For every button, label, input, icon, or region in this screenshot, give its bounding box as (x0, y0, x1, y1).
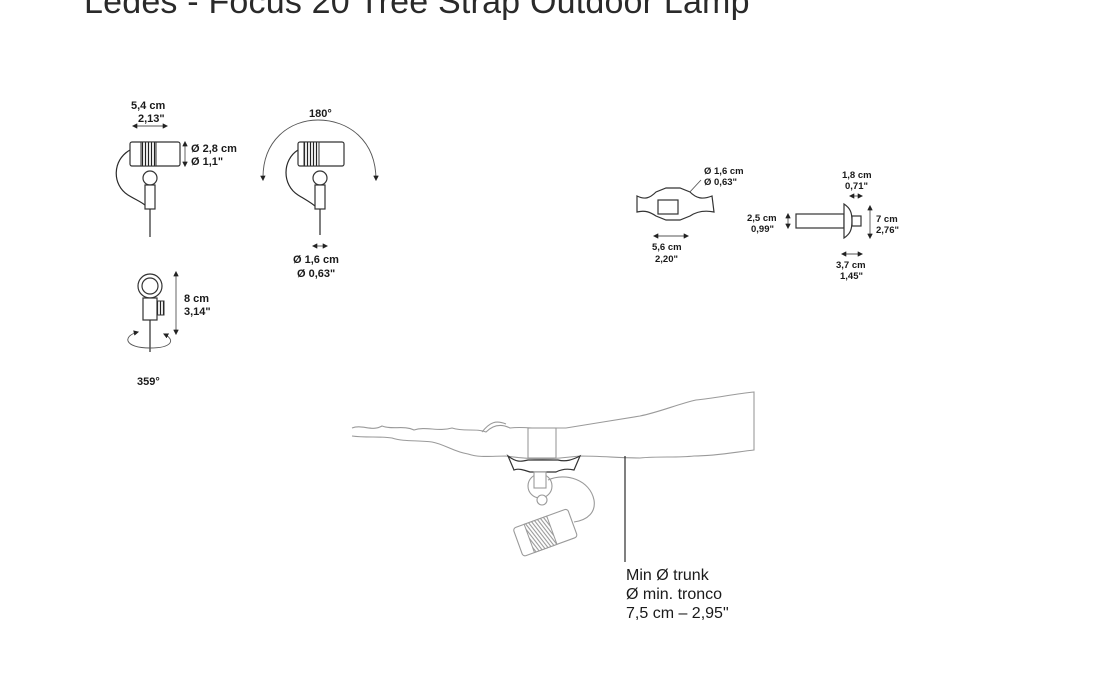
height-cm-label: 8 cm (184, 293, 209, 305)
lamp-joint (312, 170, 328, 186)
strap-small-cm-label: 2,5 cm (747, 213, 777, 224)
strap-small-in-label: 0,99" (751, 224, 774, 235)
head-dia-cm-label: Ø 2,8 cm (191, 143, 237, 155)
strap-bar (795, 213, 845, 229)
strap-flange (843, 202, 853, 240)
rotation-arrow-icon (127, 330, 172, 349)
lamp-knob (156, 300, 165, 316)
height-in-label: 3,14" (184, 306, 211, 318)
rotation-angle-label: 359° (137, 376, 160, 388)
strap-depth-in-label: 0,71" (845, 181, 868, 192)
strap-clip (506, 454, 582, 473)
lamp-front-view: 5,4 cm 2,13" Ø 2,8 cm Ø 1,1" (115, 100, 237, 237)
lamp-pivot (536, 494, 548, 506)
lamp-body (142, 297, 158, 321)
stem-dia-cm-label: Ø 1,6 cm (293, 254, 339, 266)
clip-dia-in-label: Ø 0,63" (704, 177, 737, 188)
strap-len-cm-label: 3,7 cm (836, 260, 866, 271)
width-in-label: 2,13" (138, 113, 165, 125)
clip-width-in-label: 2,20" (655, 254, 678, 265)
lamp-head-ribs (140, 141, 157, 167)
tilt-arc-icon (260, 119, 379, 182)
lamp-stem (533, 471, 547, 489)
lamp-head-ribs (303, 141, 320, 167)
strap-height-cm-label: 7 cm (876, 214, 898, 225)
stem-dia-in-label: Ø 0,63" (297, 268, 335, 280)
lamp-lens (141, 277, 159, 295)
head-dia-in-label: Ø 1,1" (191, 156, 223, 168)
trunk-size-label: 7,5 cm – 2,95" (626, 605, 729, 622)
strap-side-view: 1,8 cm 0,71" 2,5 cm 0,99" 7 cm 2,76" 3,7… (747, 170, 899, 282)
clip-top-view: Ø 1,6 cm Ø 0,63" 5,6 cm 2,20" (636, 166, 744, 265)
installation-view: Min Ø trunk Ø min. tronco 7,5 cm – 2,95" (351, 391, 755, 622)
lamp-top-view: 8 cm 3,14" 359° (127, 270, 211, 388)
trunk-en-label: Min Ø trunk (626, 567, 710, 584)
cable-path (115, 149, 147, 207)
lamp-tilt-view: 180° Ø 1,6 cm Ø 0,63" (260, 108, 379, 280)
branch-twig (481, 421, 507, 433)
cable-path (547, 476, 595, 523)
clip-center (657, 199, 679, 215)
trunk-it-label: Ø min. tronco (626, 586, 722, 603)
lamp-head-ribs (523, 515, 558, 554)
lamp-stem (314, 184, 326, 210)
strap-depth-cm-label: 1,8 cm (842, 170, 872, 181)
lamp-joint (142, 170, 158, 186)
strap-stub (851, 215, 862, 227)
strap-len-in-label: 1,45" (840, 271, 863, 282)
strap-clip-top (527, 427, 557, 459)
branch-outline (351, 391, 755, 460)
strap-height-in-label: 2,76" (876, 225, 899, 236)
cable-path (285, 149, 317, 208)
clip-dia-cm-label: Ø 1,6 cm (704, 166, 744, 177)
lamp-stem (144, 184, 156, 210)
page-title: Ledes - Focus 20 Tree Strap Outdoor Lamp (84, 0, 750, 21)
tilt-angle-label: 180° (309, 108, 332, 120)
clip-width-cm-label: 5,6 cm (652, 242, 682, 253)
width-cm-label: 5,4 cm (131, 100, 165, 112)
